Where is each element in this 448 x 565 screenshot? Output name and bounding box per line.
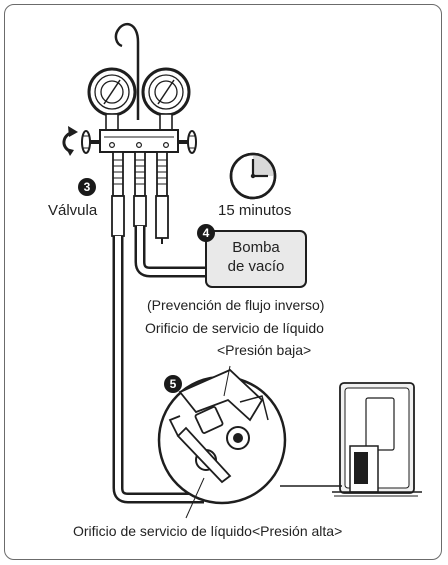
- step-badge-5: 5: [164, 375, 182, 393]
- backflow-prevention-label: (Prevención de flujo inverso): [147, 297, 325, 313]
- low-pressure-pointer: [223, 365, 231, 397]
- outdoor-unit-icon: [332, 382, 422, 497]
- high-pressure-port-label: Orificio de servicio de líquido<Presión …: [73, 523, 343, 539]
- valve-label: Válvula: [48, 202, 98, 219]
- high-pressure-gauge-icon: [141, 67, 191, 133]
- rotate-arrow-icon: [62, 126, 78, 156]
- manifold-body: [99, 129, 179, 153]
- hose-collars: [111, 195, 169, 239]
- liquid-port-label: Orificio de servicio de líquido: [145, 320, 324, 336]
- hose-left-inner: [115, 236, 204, 501]
- vacuum-pump-label: Bomba de vacío: [211, 238, 301, 276]
- manifold-hook: [114, 22, 140, 120]
- vacuum-pump-label-line2: de vacío: [227, 258, 285, 275]
- low-pressure-label: <Presión baja>: [217, 342, 312, 358]
- step-badge-3: 3: [78, 178, 96, 196]
- service-port-detail: [168, 368, 269, 484]
- hose-fittings: [112, 151, 168, 197]
- time-label: 15 minutos: [218, 202, 292, 219]
- low-pressure-gauge-icon: [87, 67, 137, 133]
- left-valve-knob-icon: [81, 130, 100, 154]
- clock-icon: [229, 152, 277, 200]
- right-valve-knob-icon: [178, 130, 197, 154]
- vacuum-pump-icon: [205, 230, 307, 288]
- high-pressure-pointer: [185, 477, 205, 519]
- fitting-threads: [113, 159, 167, 185]
- vacuum-pump-label-line1: Bomba: [232, 239, 280, 256]
- step-badge-4: 4: [197, 224, 215, 242]
- hose-middle-inner: [137, 226, 210, 275]
